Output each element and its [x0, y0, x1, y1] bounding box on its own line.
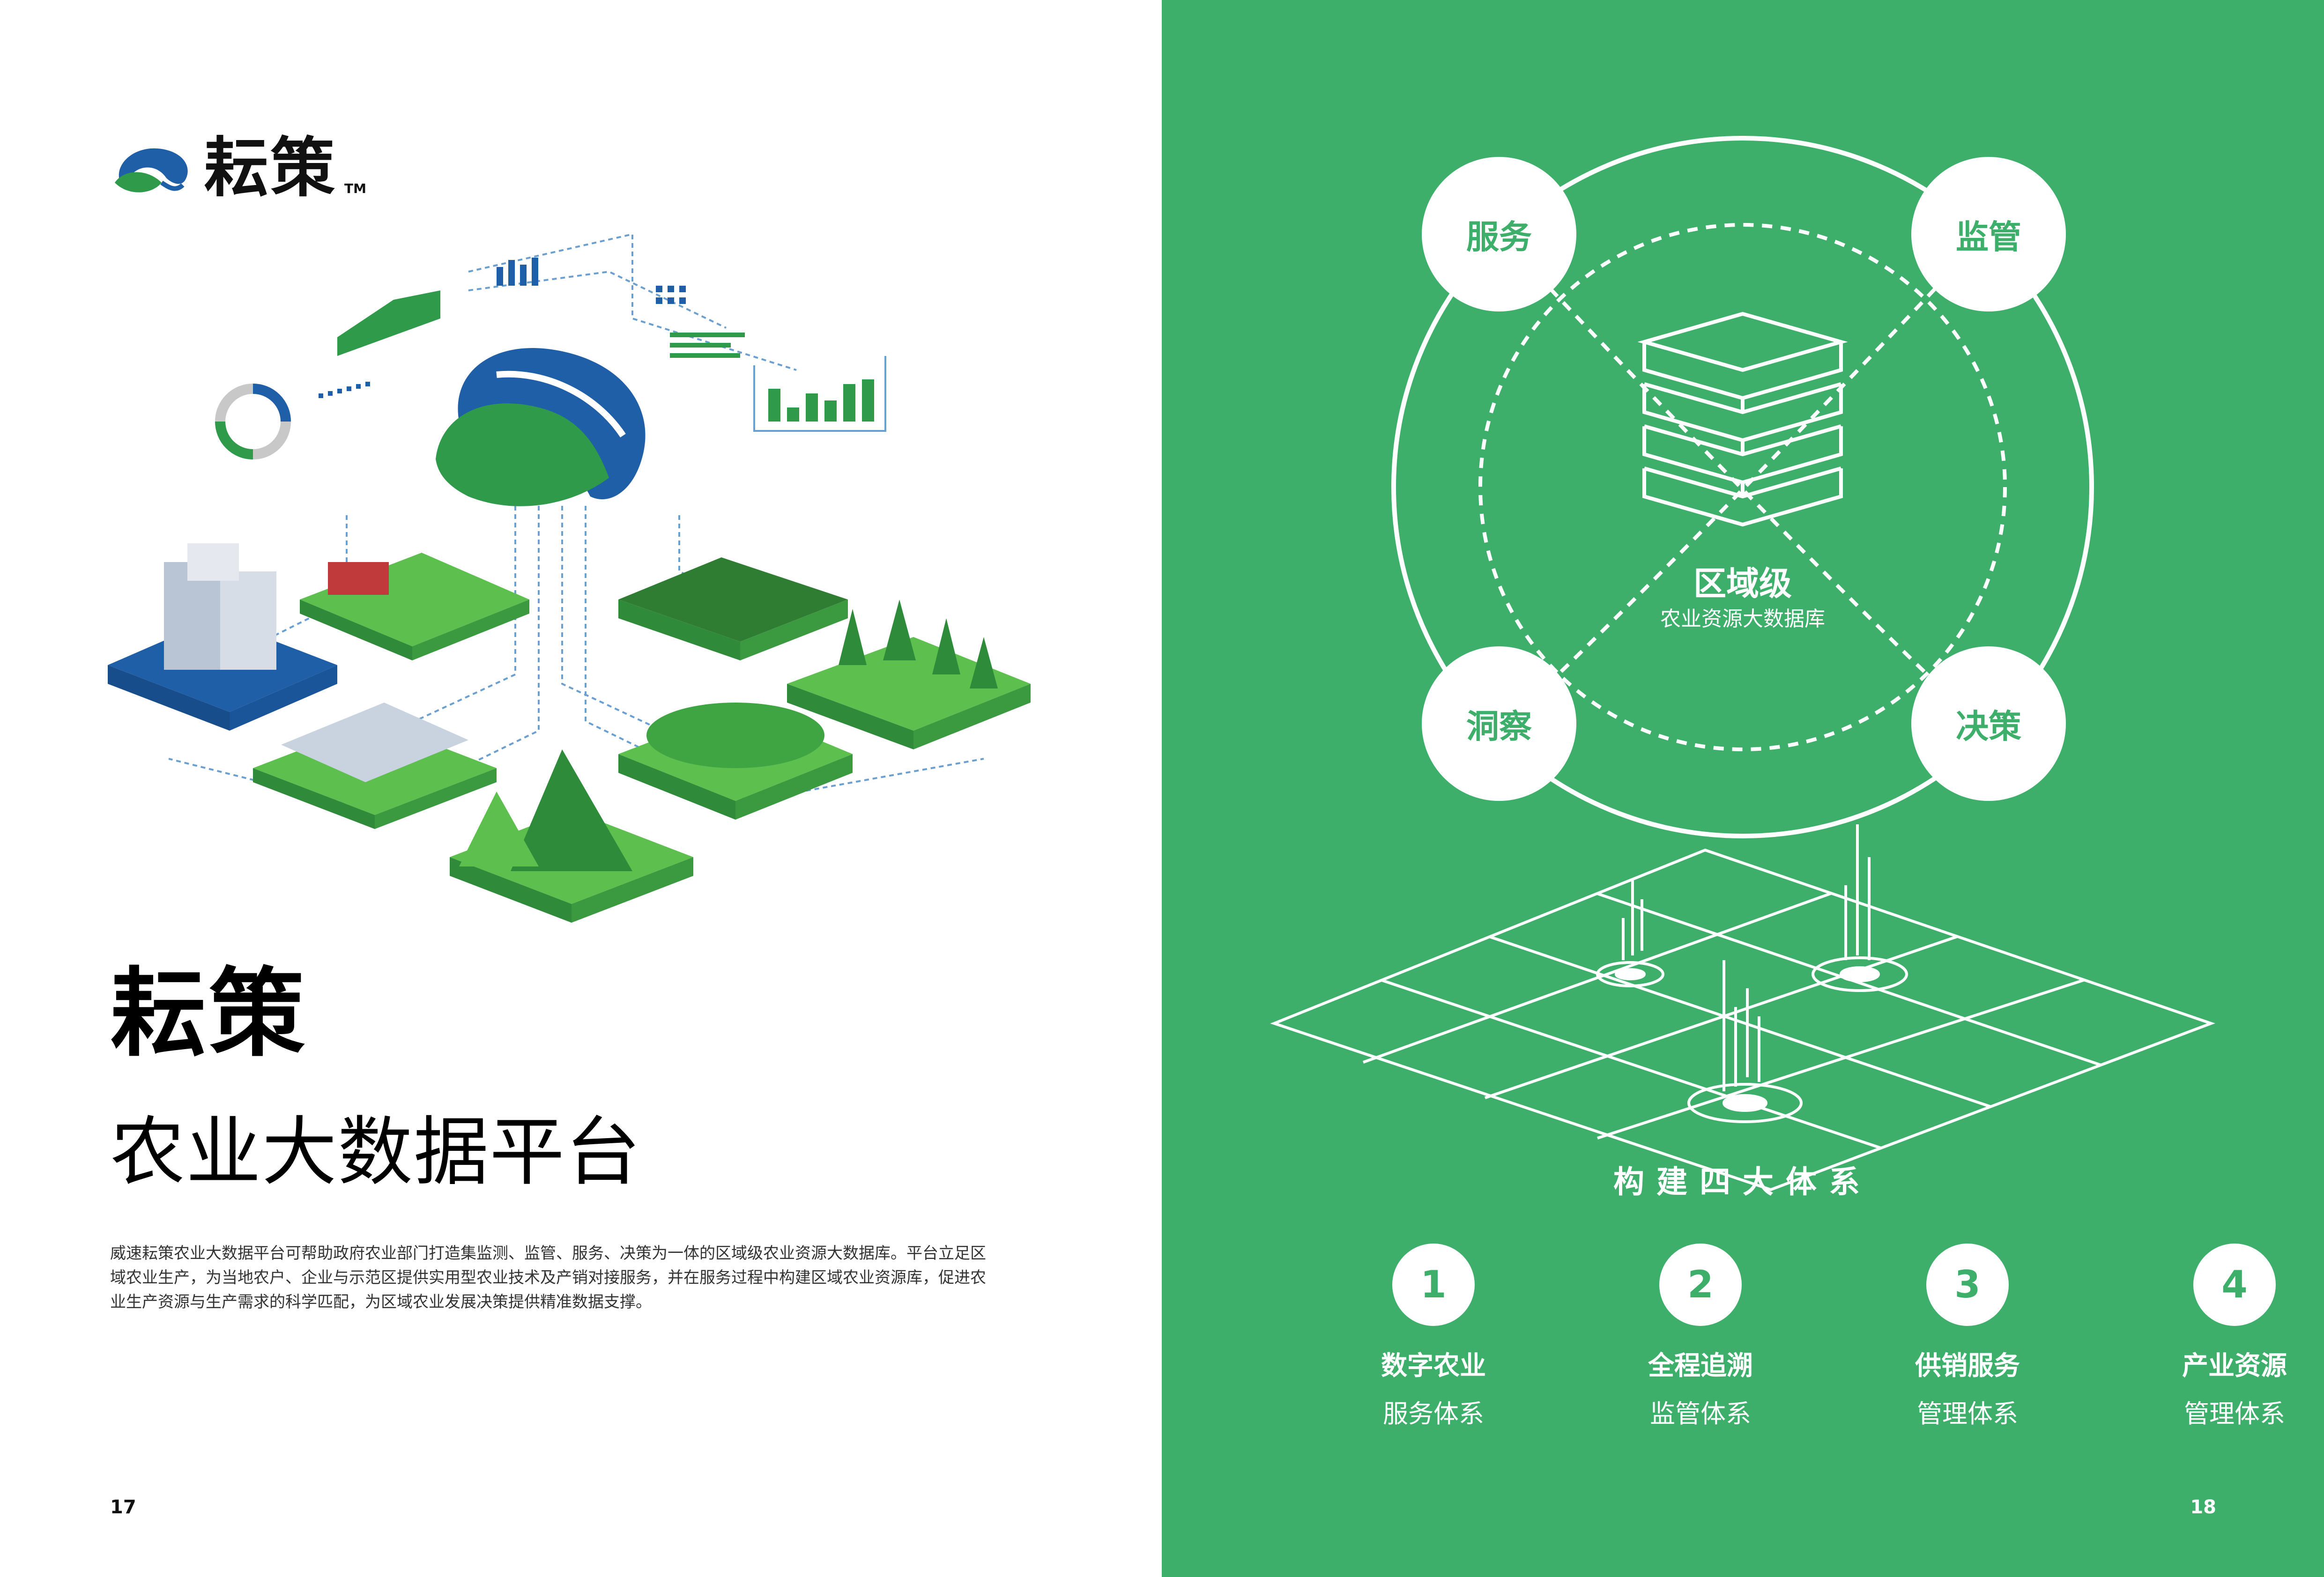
center-subtitle: 农业资源大数据库 — [1660, 607, 1825, 631]
mountain-tile — [450, 749, 693, 923]
database-layers-icon — [1637, 311, 1848, 527]
node-decision: 决策 — [1911, 646, 2066, 801]
system-number: 1 — [1392, 1244, 1475, 1326]
system-sublabel: 服务体系 — [1383, 1399, 1484, 1429]
system-label: 产业资源 — [2182, 1351, 2287, 1381]
brand-logo: 耘策 TM — [110, 130, 391, 206]
orchard-tile — [618, 703, 853, 820]
system-item-4: 4 产业资源 管理体系 — [2141, 1244, 2324, 1430]
leaf-hub-icon — [436, 348, 646, 506]
data-platform-diagram — [1270, 136, 2215, 1192]
system-item-1: 1 数字农业 服务体系 — [1340, 1244, 1527, 1430]
farm-house-tile — [300, 553, 529, 660]
system-item-2: 2 全程追溯 监管体系 — [1607, 1244, 1794, 1430]
system-sublabel: 监管体系 — [1650, 1399, 1751, 1429]
field-tile — [618, 557, 848, 660]
brand-name: 耘策 — [204, 130, 337, 206]
system-number: 3 — [1926, 1244, 2009, 1326]
left-page: 耘策 TM — [108, 130, 1031, 1518]
system-sublabel: 管理体系 — [2184, 1399, 2285, 1429]
right-page: 服务 监管 洞察 决策 区域级 农业资源大数据库 构建四大体系 1 数字农业 服… — [1162, 0, 2324, 1577]
description-paragraph: 威速耘策农业大数据平台可帮助政府农业部门打造集监测、监管、服务、决策为一体的区域… — [110, 1244, 986, 1311]
page-subtitle: 农业大数据平台 — [110, 1108, 642, 1196]
node-supervision: 监管 — [1911, 157, 2066, 311]
page-title: 耘策 — [110, 958, 308, 1070]
system-item-3: 3 供销服务 管理体系 — [1874, 1244, 2061, 1430]
center-title: 区域级 — [1693, 564, 1792, 603]
page-number-right: 18 — [2190, 1496, 2216, 1518]
brand-tm: TM — [344, 181, 366, 196]
chart-icon — [215, 258, 886, 459]
leaf-logo-icon — [115, 148, 188, 192]
node-service: 服务 — [1422, 157, 1576, 311]
system-label: 全程追溯 — [1648, 1351, 1753, 1381]
isometric-farm-illustration — [108, 233, 1031, 923]
page-number-left: 17 — [110, 1496, 136, 1518]
forest-tile — [787, 600, 1031, 749]
system-label: 供销服务 — [1915, 1351, 2020, 1381]
node-insight: 洞察 — [1422, 646, 1576, 801]
system-label: 数字农业 — [1381, 1351, 1486, 1381]
system-number: 4 — [2193, 1244, 2276, 1326]
grid-platform — [1270, 824, 2215, 1192]
systems-title: 构建四大体系 — [1613, 1164, 1872, 1200]
greenhouse-tile — [253, 703, 497, 829]
system-number: 2 — [1659, 1244, 1742, 1326]
system-sublabel: 管理体系 — [1917, 1399, 2018, 1429]
city-tile — [108, 543, 337, 731]
